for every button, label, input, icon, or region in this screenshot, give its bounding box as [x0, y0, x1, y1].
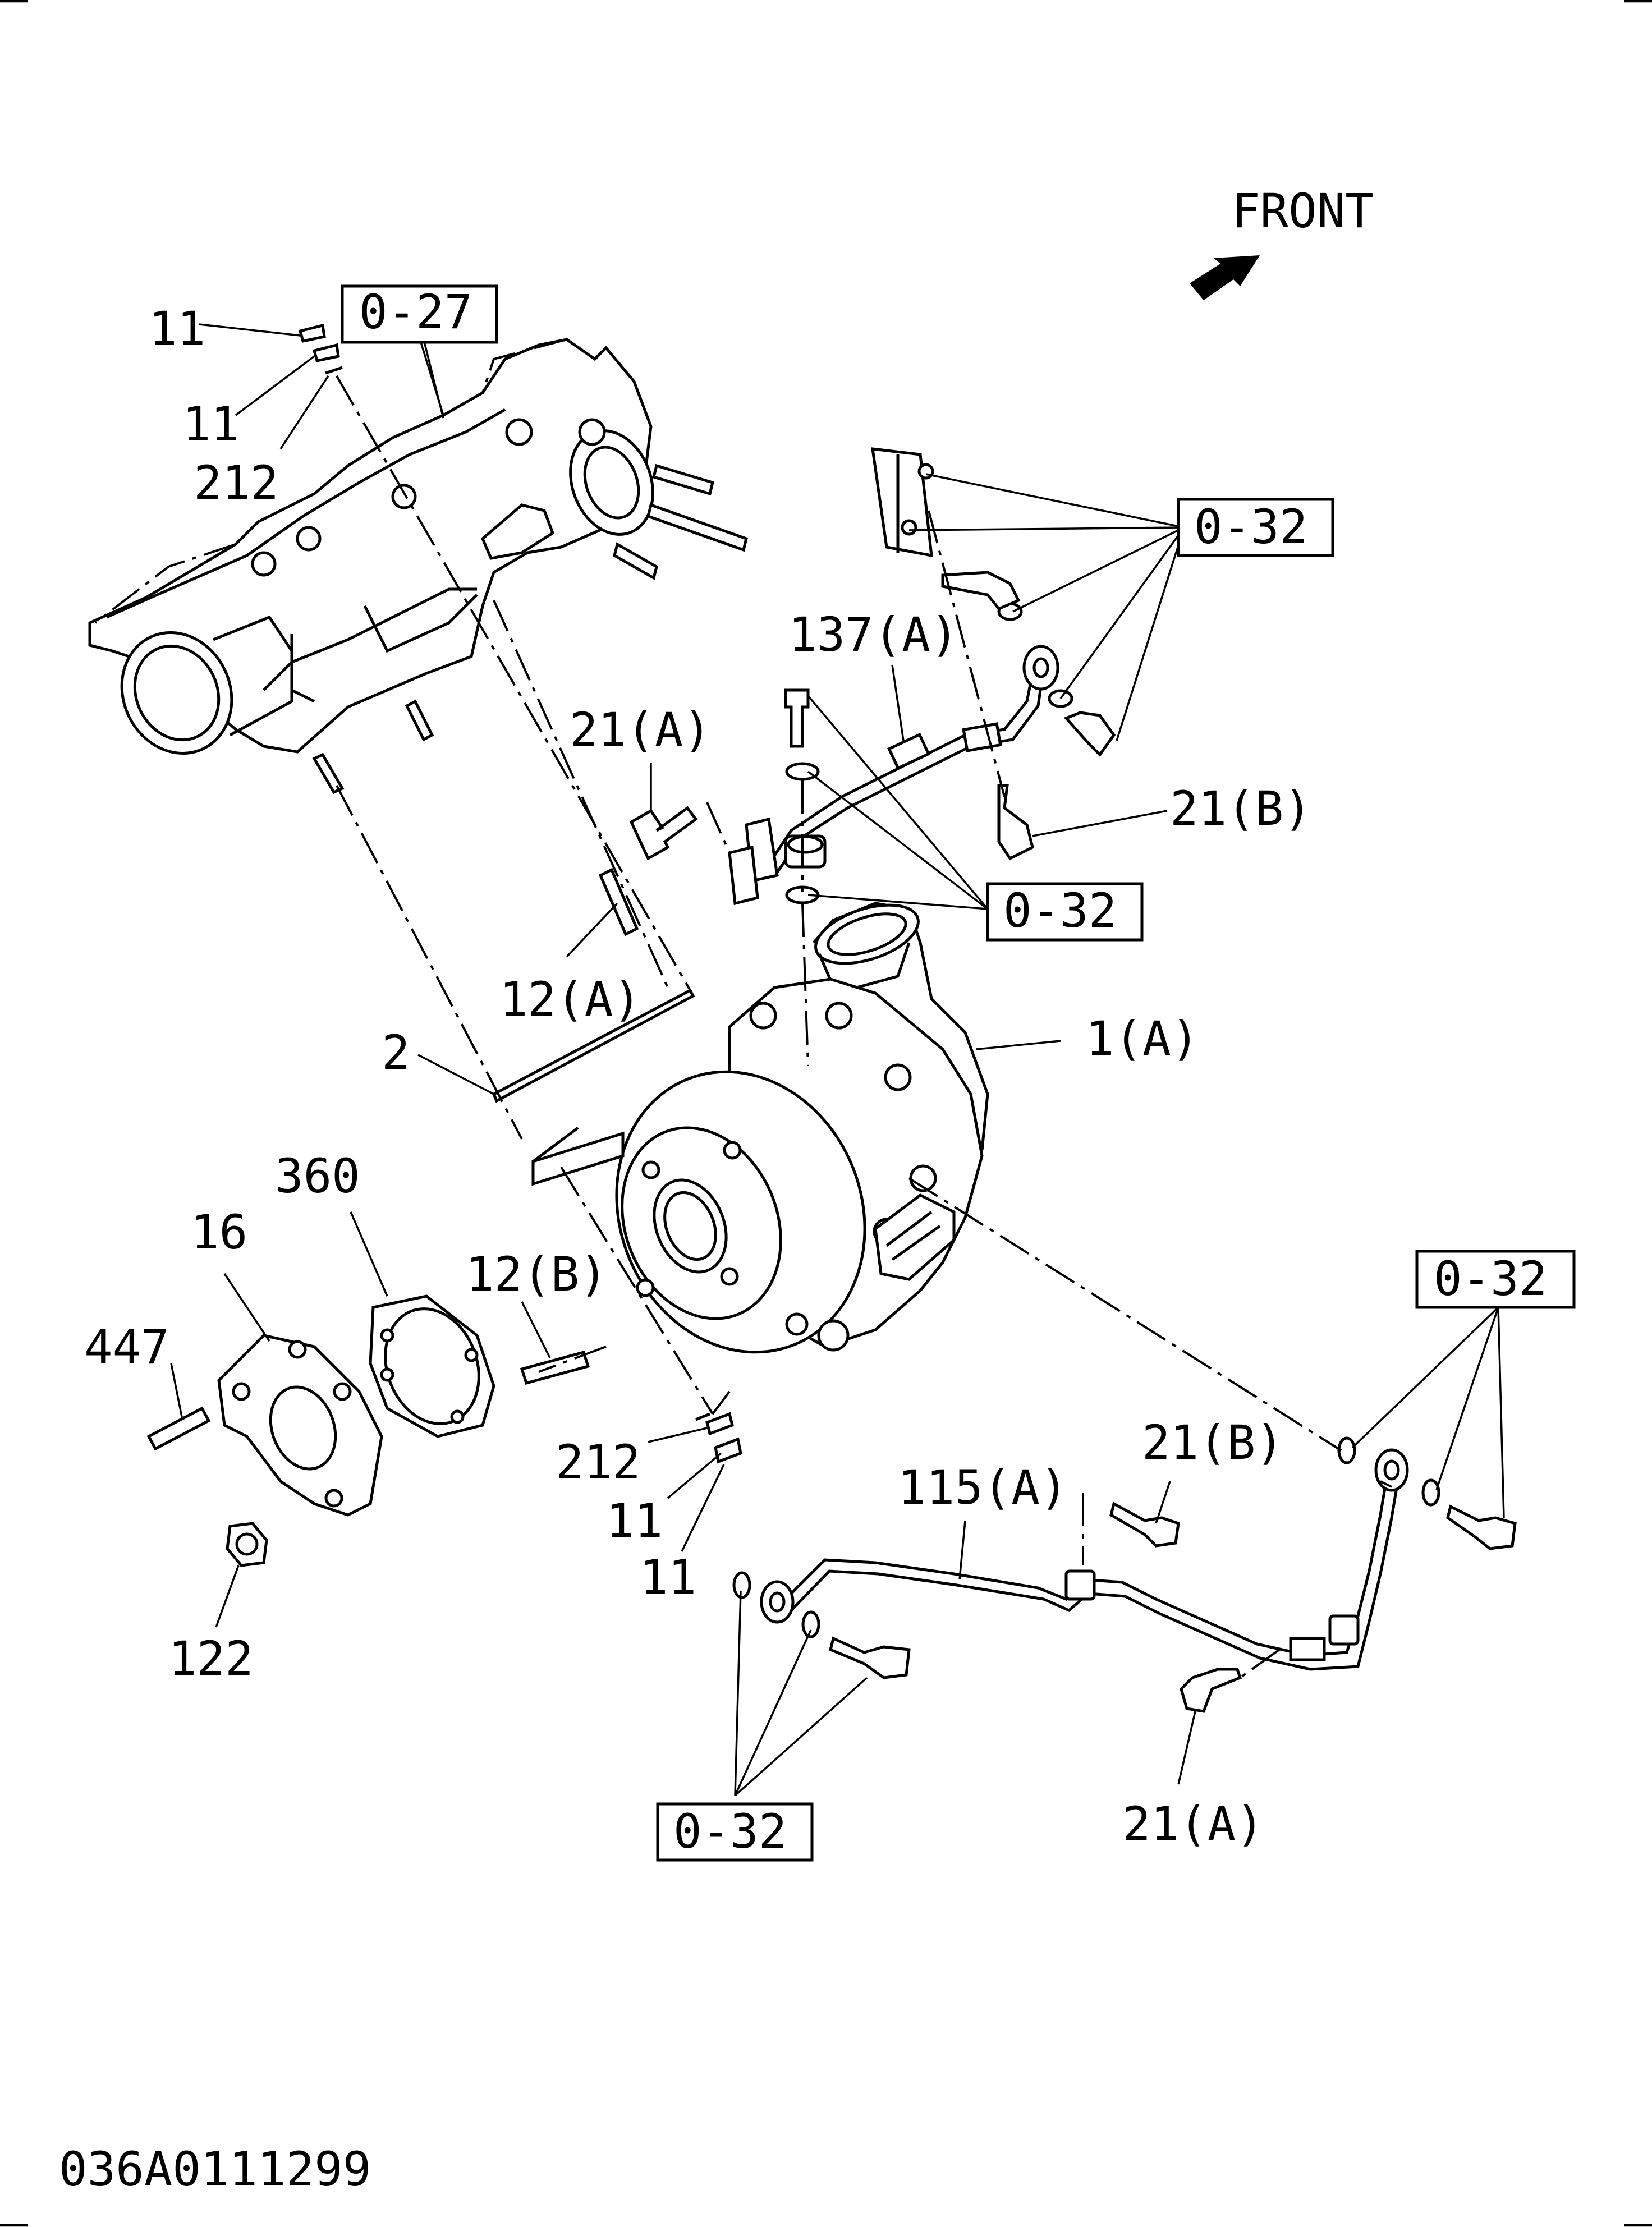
reference-box-0-32-middle: 0-32	[986, 882, 1144, 942]
callout-212: 212	[556, 1435, 641, 1490]
callout-11: 11	[149, 301, 205, 356]
reference-label: 0-27	[359, 284, 472, 339]
callout-360: 360	[275, 1149, 360, 1204]
oil-return-pipe	[732, 1436, 1517, 1713]
manifold-studs	[312, 463, 748, 795]
callout-12b: 12(B)	[466, 1247, 608, 1302]
oil-feed-pipe	[629, 447, 1116, 906]
reference-label: 0-32	[1434, 1251, 1547, 1306]
callout-11: 11	[182, 397, 239, 452]
callout-122: 122	[168, 1631, 254, 1686]
assembly-lines	[336, 375, 1392, 1679]
exhaust-manifold	[88, 338, 748, 795]
front-label: FRONT	[1232, 183, 1374, 238]
reference-label: 0-32	[1194, 499, 1307, 554]
exhaust-outlet-flange-group	[146, 323, 742, 1567]
callout-115a: 115(A)	[898, 1460, 1068, 1515]
callout-11: 11	[640, 1550, 696, 1605]
callout-labels: 11 11 212 137(A) 21(A) 21(B) 12(A) 2 1(A…	[84, 301, 1312, 1852]
callout-11: 11	[606, 1494, 663, 1549]
turbocharger	[531, 902, 989, 1354]
leader-lines	[170, 323, 1505, 1797]
callout-21b: 21(B)	[1170, 781, 1312, 836]
callout-21a: 21(A)	[570, 702, 712, 757]
callout-1a: 1(A)	[1086, 1011, 1199, 1066]
reference-label: 0-32	[673, 1804, 787, 1859]
turbo-gasket-and-studs	[492, 867, 695, 1103]
reference-label: 0-32	[1003, 883, 1117, 938]
callout-21b: 21(B)	[1142, 1415, 1284, 1470]
reference-box-0-32-top: 0-32	[1177, 498, 1334, 557]
drawing-number: 036A0111299	[59, 2142, 371, 2197]
callout-447: 447	[84, 1320, 169, 1375]
callout-21a: 21(A)	[1122, 1797, 1264, 1852]
front-arrow-icon	[1190, 255, 1260, 300]
callout-16: 16	[191, 1205, 247, 1260]
callout-137a: 137(A)	[788, 607, 958, 662]
reference-box-0-32-right: 0-32	[1415, 1250, 1576, 1309]
front-direction-indicator: FRONT	[1190, 183, 1374, 300]
reference-box-0-27: 0-27	[341, 284, 498, 344]
callout-12a: 12(A)	[499, 972, 641, 1027]
reference-box-0-32-bottom: 0-32	[656, 1802, 814, 1862]
callout-2: 2	[382, 1025, 410, 1080]
callout-212: 212	[194, 456, 279, 511]
